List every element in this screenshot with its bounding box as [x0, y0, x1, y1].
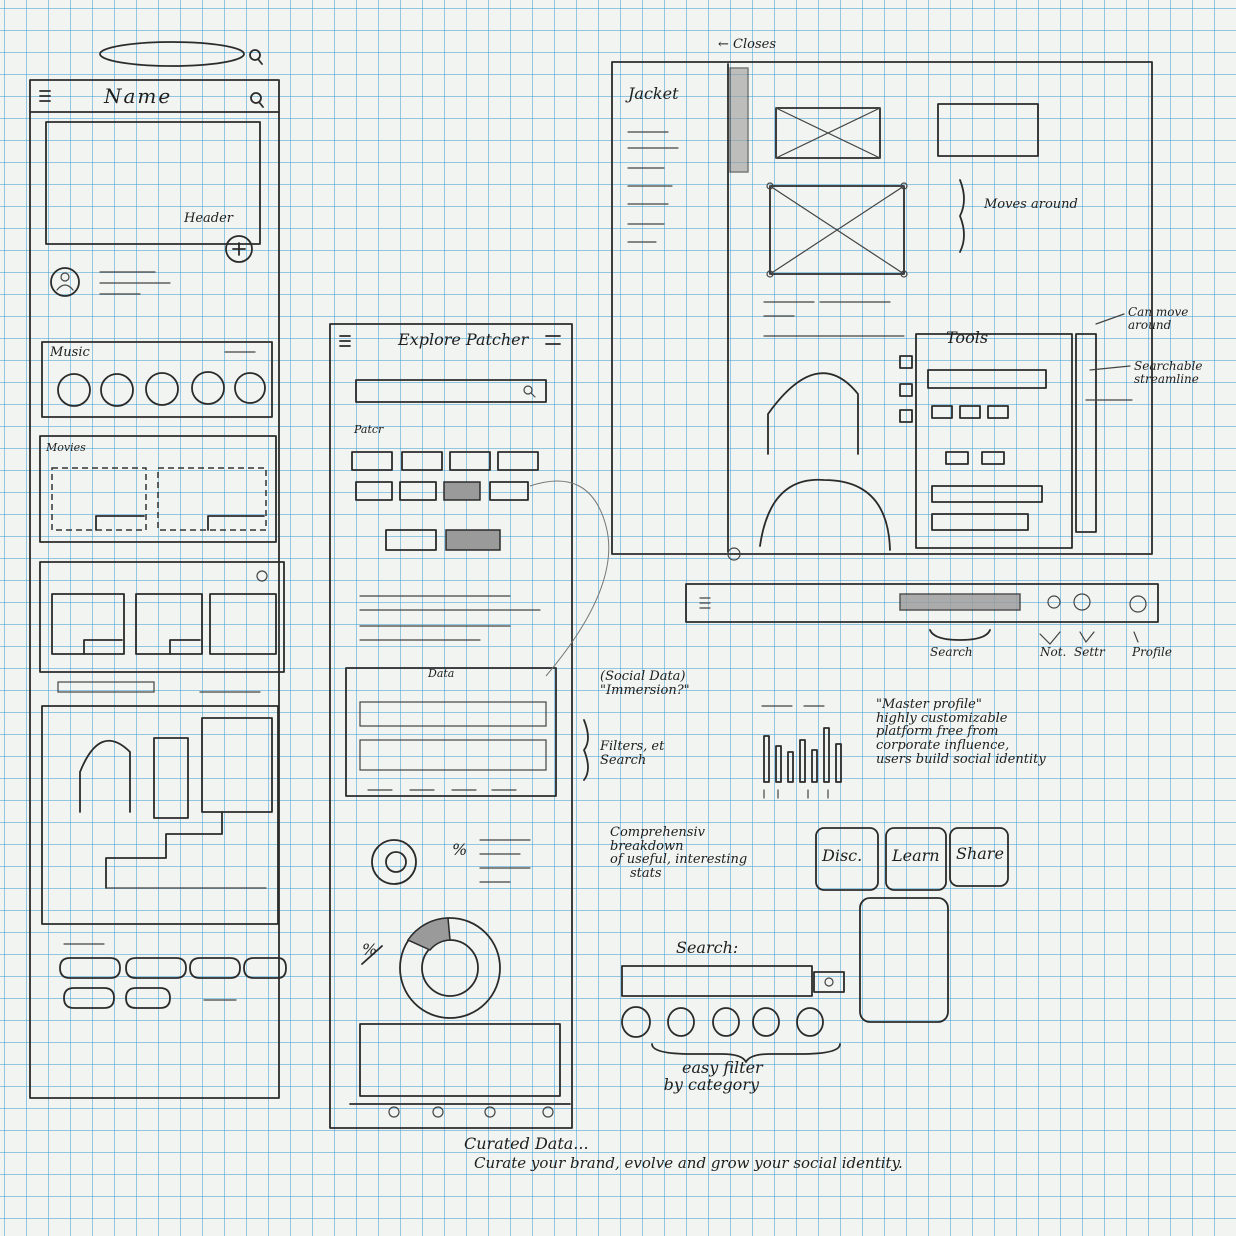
- closes-note: ← Closes: [718, 37, 776, 52]
- bottom-card: [359, 1023, 561, 1097]
- curated-tagline: Curate your brand, evolve and grow your …: [474, 1154, 903, 1172]
- donut-chart: [399, 917, 501, 1019]
- comprehensive-note: Comprehensiv breakdown of useful, intere…: [610, 826, 747, 881]
- disc-button-frame: [815, 827, 879, 891]
- stat-dial: [371, 839, 417, 885]
- movies-section: [39, 435, 277, 543]
- share-button-frame: [949, 827, 1009, 887]
- sidebar-title: Jacket: [628, 84, 679, 103]
- phone-explore-sketch: [329, 323, 610, 1129]
- tools-panel: [915, 333, 1073, 549]
- phone-explore-frame: [329, 323, 573, 1129]
- explore-search-icon: [523, 385, 533, 395]
- master-profile-note: "Master profile" highly customizable pla…: [876, 698, 1046, 766]
- hamburger-icon-2: [339, 335, 351, 347]
- hamburger-icon: [39, 90, 51, 102]
- percent-label-a: %: [452, 840, 468, 859]
- disc-button[interactable]: Disc.: [822, 846, 863, 865]
- can-move-note: Can move around: [1128, 305, 1189, 332]
- image-placeholder-1: [775, 107, 881, 159]
- notes-sketches: [583, 705, 1009, 1063]
- explore-search-bar: [355, 379, 547, 403]
- easy-filter-line-2: by category: [663, 1074, 759, 1094]
- music-label: Music: [50, 345, 90, 360]
- avatar-icon: [50, 267, 80, 297]
- searchable-note: Searchable streamline: [1134, 359, 1203, 386]
- notif-note: Not.: [1040, 645, 1067, 659]
- profile-title: Name: [104, 84, 173, 108]
- profile-note: Profile: [1132, 645, 1172, 659]
- desktop-sketch: [611, 61, 1159, 645]
- tools-title: Tools: [946, 328, 989, 347]
- search-button-sketch: [813, 971, 845, 993]
- comprehensive-line-2: breakdown: [610, 838, 684, 854]
- profile-icon: [1129, 595, 1147, 613]
- moves-around-note: Moves around: [984, 197, 1078, 212]
- easy-filter-note: easy filter by category: [660, 1058, 763, 1094]
- percent-label-b: %: [362, 940, 378, 959]
- master-line-4: corporate influence,: [876, 737, 1010, 753]
- settings-note: Settr: [1074, 645, 1105, 659]
- desktop-bottom-bar: [685, 583, 1159, 623]
- phone-profile-frame: [29, 79, 280, 1099]
- add-icon: [225, 235, 253, 263]
- desktop-frame: [611, 61, 1153, 555]
- music-section: [41, 341, 273, 418]
- data-section-label: Data: [428, 667, 455, 680]
- grid-section: [39, 561, 285, 673]
- easy-filter-line-1: easy filter: [682, 1058, 763, 1077]
- search-label: Search:: [676, 938, 739, 957]
- master-line-5: users build social identity: [876, 751, 1046, 767]
- learn-button[interactable]: Learn: [892, 846, 940, 865]
- movies-label: Movies: [46, 441, 86, 454]
- explore-title: Explore Patcher: [398, 330, 529, 349]
- comprehensive-line-3: of useful, interesting: [610, 852, 748, 868]
- share-button[interactable]: Share: [956, 844, 1004, 863]
- top-search-pill: [99, 41, 245, 67]
- bottom-menu-icon: [699, 597, 711, 609]
- filter-icon: [545, 335, 561, 345]
- header-label: Header: [184, 211, 234, 226]
- master-line-3: platform free from: [876, 724, 999, 740]
- master-line-1: "Master profile": [876, 697, 982, 712]
- social-data-note: (Social Data) "Immersion?": [600, 669, 690, 698]
- comprehensive-line-1: Comprehensiv: [610, 825, 705, 840]
- filters-note: Filters, et Search: [600, 739, 665, 768]
- phone-profile-sketch: [29, 41, 287, 1099]
- settings-gear-icon: [1073, 593, 1091, 611]
- learn-button-frame: [885, 827, 947, 891]
- data-section: [345, 667, 557, 797]
- search-field-sketch: [621, 965, 813, 997]
- bottom-search-bar: [899, 593, 1021, 611]
- curated-title: Curated Data...: [464, 1134, 589, 1153]
- collage-section: [41, 705, 279, 925]
- image-placeholder-moving: [769, 185, 905, 275]
- comprehensive-line-4: stats: [630, 865, 662, 881]
- phone-mini-frame: [859, 897, 949, 1023]
- explore-section-label: Patcr: [354, 423, 384, 436]
- search-note: Search: [930, 645, 973, 659]
- header-image: [45, 121, 261, 245]
- search-icon: [250, 92, 262, 104]
- master-line-2: highly customizable: [876, 710, 1008, 726]
- notification-icon: [1047, 595, 1061, 609]
- top-search-icon: [249, 49, 261, 61]
